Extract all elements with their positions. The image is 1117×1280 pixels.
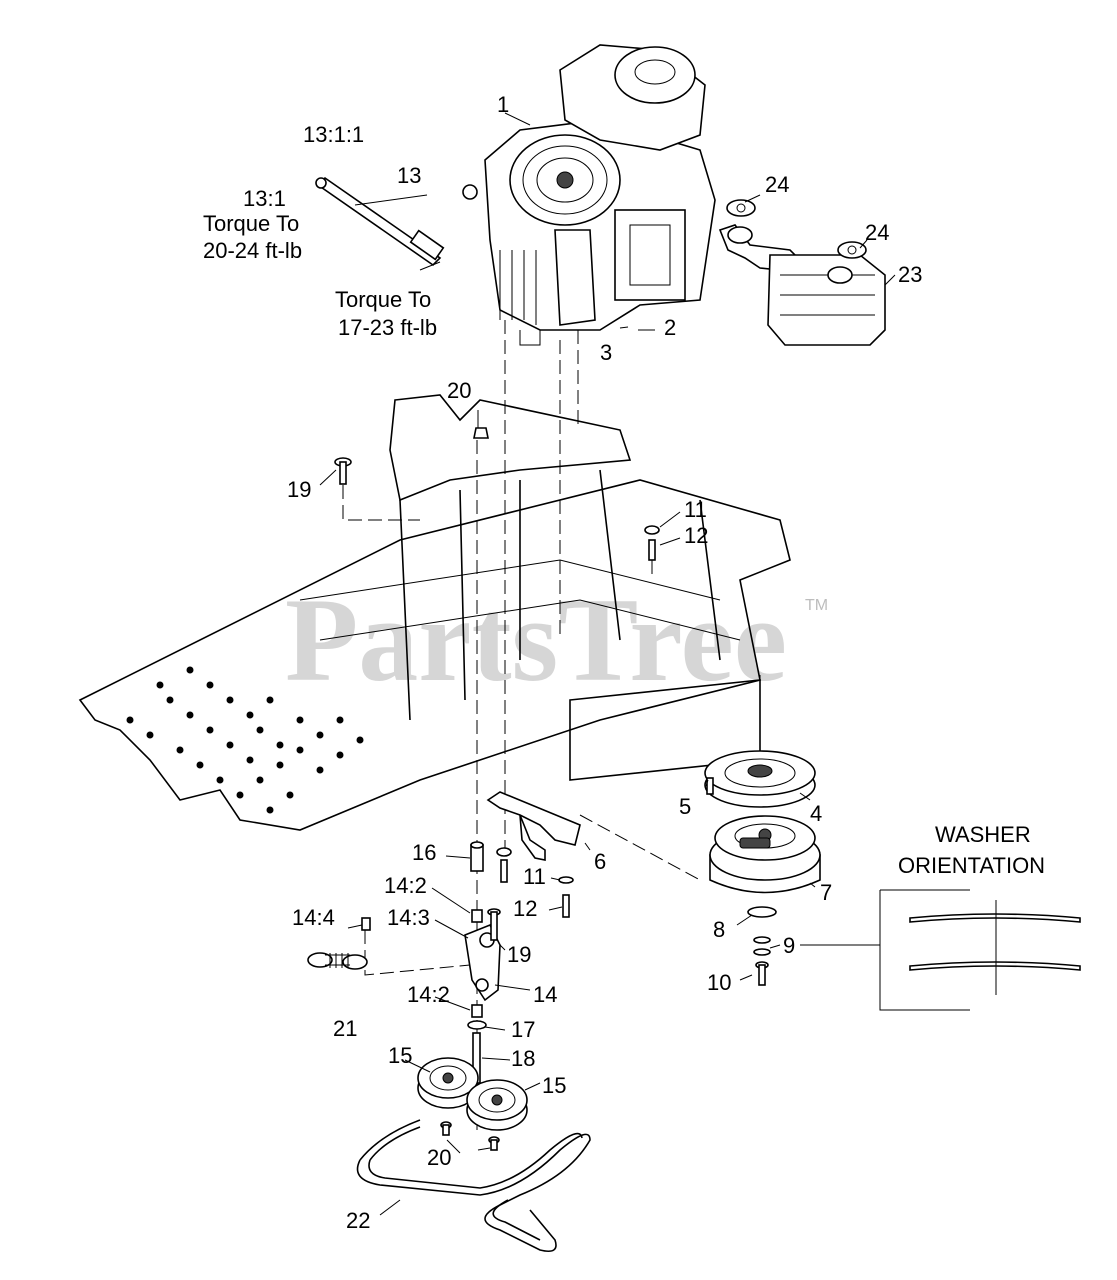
callout-5: 5 — [679, 794, 691, 819]
torque-note-1-line1: Torque To — [203, 211, 299, 236]
callout-13-1-1: 13:1:1 — [303, 122, 364, 147]
callout-1: 1 — [497, 92, 509, 117]
callout-10: 10 — [707, 970, 731, 995]
callout-14-2a: 14:2 — [384, 873, 427, 898]
clutch-hardware — [747, 906, 777, 986]
idler-pulley-15b — [466, 1079, 528, 1151]
callout-23: 23 — [898, 262, 922, 287]
washer-box-title-1: WASHER — [935, 822, 1031, 847]
callout-8: 8 — [713, 917, 725, 942]
callout-3: 3 — [600, 340, 612, 365]
callout-20a: 20 — [447, 378, 471, 403]
callout-15a: 15 — [388, 1043, 412, 1068]
idler-assembly — [464, 841, 574, 1084]
idler-pulley-15a — [417, 1057, 479, 1136]
callout-19b: 19 — [507, 942, 531, 967]
torque-notes: Torque To 20-24 ft-lb Torque To 17-23 ft… — [203, 211, 437, 340]
callout-14-2b: 14:2 — [407, 982, 450, 1007]
callout-20b: 20 — [427, 1145, 451, 1170]
callout-15b: 15 — [542, 1073, 566, 1098]
callout-21: 21 — [333, 1016, 357, 1041]
washer-orientation-box: WASHER ORIENTATION — [800, 822, 1081, 1011]
callout-11b: 11 — [523, 864, 546, 889]
callout-9: 9 — [783, 933, 795, 958]
leader-lines — [319, 112, 896, 1216]
spring-21 — [307, 917, 371, 970]
callout-4: 4 — [810, 801, 822, 826]
callout-22: 22 — [346, 1208, 370, 1233]
watermark-brand: PartsTree — [285, 573, 787, 706]
callout-13: 13 — [397, 163, 421, 188]
torque-note-2-line1: Torque To — [335, 287, 431, 312]
callout-16: 16 — [412, 840, 436, 865]
watermark-trademark: TM — [805, 597, 828, 614]
drive-belt-22 — [356, 1119, 591, 1253]
gasket-24a — [726, 199, 756, 217]
engine — [462, 44, 716, 346]
callout-12a: 12 — [684, 523, 708, 548]
callout-14-3: 14:3 — [387, 905, 430, 930]
torque-note-2-line2: 17-23 ft-lb — [338, 315, 437, 340]
callout-13-1: 13:1 — [243, 186, 286, 211]
callout-6: 6 — [594, 849, 606, 874]
muffler — [767, 241, 886, 346]
alignment-lines — [342, 320, 761, 1130]
bolt-19a — [334, 457, 352, 485]
callout-24a: 24 — [765, 172, 789, 197]
washer-box-title-2: ORIENTATION — [898, 853, 1045, 878]
callout-18: 18 — [511, 1046, 535, 1071]
callout-14-4: 14:4 — [292, 905, 335, 930]
callout-14: 14 — [533, 982, 557, 1007]
oil-drain-tube — [315, 176, 445, 267]
bolt-12a — [644, 525, 660, 561]
gasket-24b — [837, 241, 867, 259]
torque-note-1-line2: 20-24 ft-lb — [203, 238, 302, 263]
clutch-7 — [709, 815, 821, 894]
pulley-4 — [704, 750, 816, 808]
callout-labels: 1 2 3 4 5 6 7 8 9 10 11 11 12 12 13 13:1… — [243, 92, 922, 1233]
callout-7: 7 — [820, 880, 832, 905]
callout-17: 17 — [511, 1017, 535, 1042]
callout-12b: 12 — [513, 896, 537, 921]
callout-2: 2 — [664, 315, 676, 340]
frame-holes — [126, 666, 364, 814]
callout-24b: 24 — [865, 220, 889, 245]
watermark: PartsTree TM — [285, 573, 828, 706]
callout-11a: 11 — [684, 497, 707, 522]
bracket-6 — [486, 791, 581, 861]
callout-19a: 19 — [287, 477, 311, 502]
